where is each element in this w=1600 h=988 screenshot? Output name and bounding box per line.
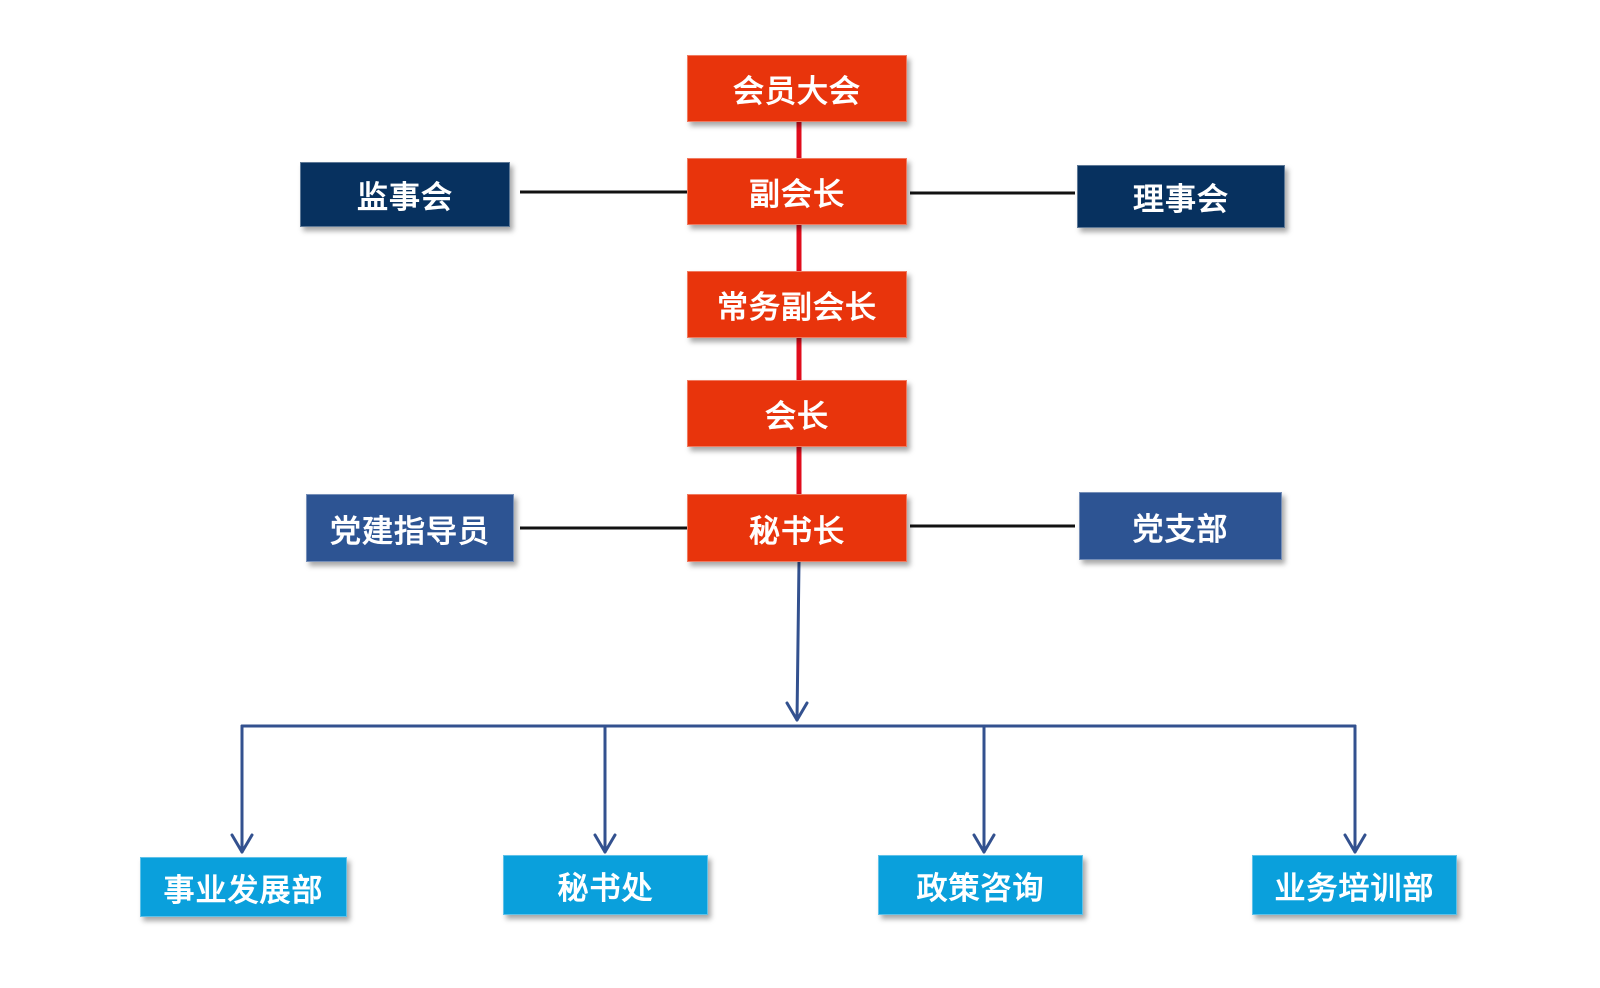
node-president: 会长 bbox=[687, 380, 907, 447]
node-executive-vice-president: 常务副会长 bbox=[687, 271, 907, 338]
node-secretary-general: 秘书长 bbox=[687, 494, 907, 562]
node-general-assembly: 会员大会 bbox=[687, 55, 907, 122]
blue-tree-links bbox=[230, 560, 1367, 854]
black-side-links bbox=[520, 190, 1075, 530]
node-party-branch: 党支部 bbox=[1079, 492, 1282, 560]
node-party-instructor: 党建指导员 bbox=[306, 494, 514, 562]
node-supervisory-board: 监事会 bbox=[300, 162, 510, 227]
dept-business-development: 事业发展部 bbox=[140, 857, 347, 917]
dept-policy-consulting: 政策咨询 bbox=[878, 855, 1083, 915]
node-vice-president: 副会长 bbox=[687, 158, 907, 225]
node-council: 理事会 bbox=[1077, 165, 1285, 228]
dept-secretariat: 秘书处 bbox=[503, 855, 708, 915]
dept-business-training: 业务培训部 bbox=[1252, 855, 1457, 915]
